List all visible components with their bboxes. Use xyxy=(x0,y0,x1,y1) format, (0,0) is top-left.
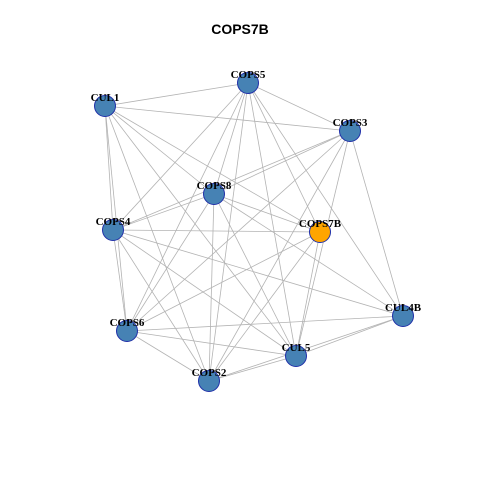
node-cul1[interactable] xyxy=(94,95,116,117)
edge-cops8-cul5 xyxy=(213,193,297,357)
node-label-cops7b: COPS7B xyxy=(299,218,342,230)
node-label-cops8: COPS8 xyxy=(197,180,232,192)
node-cops7b[interactable] xyxy=(309,221,331,243)
edge-cops4-cops7b xyxy=(112,229,321,233)
node-cops4[interactable] xyxy=(102,219,124,241)
edge-cops8-cul4b xyxy=(213,193,404,317)
edge-cops3-cul4b xyxy=(349,130,404,317)
edge-cops7b-cops2 xyxy=(208,231,321,382)
edge-cul1-cops4 xyxy=(104,105,114,231)
edge-cops3-cul5 xyxy=(295,130,351,357)
edge-cops5-cul4b xyxy=(247,82,404,317)
edge-cul1-cops7b xyxy=(104,105,321,233)
edge-cops6-cops2 xyxy=(126,330,210,382)
edge-cops5-cops7b xyxy=(247,82,321,233)
edge-cul1-cops3 xyxy=(104,105,351,132)
node-label-cops2: COPS2 xyxy=(192,367,227,379)
edge-cul1-cops5 xyxy=(104,82,249,107)
node-label-cops4: COPS4 xyxy=(96,216,131,228)
node-label-cops5: COPS5 xyxy=(231,69,266,81)
node-label-cul5: CUL5 xyxy=(282,342,311,354)
edge-cul4b-cops2 xyxy=(208,315,404,382)
edge-cops5-cul5 xyxy=(247,82,297,357)
node-cops6[interactable] xyxy=(116,320,138,342)
edge-cops6-cul5 xyxy=(126,330,297,357)
node-cops8[interactable] xyxy=(203,183,225,205)
node-layer xyxy=(94,72,414,392)
edge-cops2-cul5 xyxy=(208,355,297,382)
edge-cops3-cops4 xyxy=(112,130,351,231)
node-label-cul4b: CUL4B xyxy=(385,302,422,314)
graph-title: COPS7B xyxy=(211,21,269,37)
edge-cul1-cops2 xyxy=(104,105,210,382)
edge-cul4b-cul5 xyxy=(295,315,404,357)
edge-cops5-cops6 xyxy=(126,82,249,332)
edge-cops7b-cul5 xyxy=(295,231,321,357)
edge-layer xyxy=(104,82,404,382)
edge-cops4-cops2 xyxy=(112,229,210,382)
edge-cul1-cops8 xyxy=(104,105,215,195)
edge-cops5-cops2 xyxy=(208,82,249,382)
node-cops2[interactable] xyxy=(198,370,220,392)
node-cul4b[interactable] xyxy=(392,305,414,327)
edge-cops8-cops4 xyxy=(112,193,215,231)
edge-cops4-cul4b xyxy=(112,229,404,317)
edge-cops8-cops6 xyxy=(126,193,215,332)
edge-cops8-cops7b xyxy=(213,193,321,233)
node-cops3[interactable] xyxy=(339,120,361,142)
edge-cops4-cops6 xyxy=(112,229,128,332)
edge-cops4-cul5 xyxy=(112,229,297,357)
edge-cops5-cops3 xyxy=(247,82,351,132)
edge-cops6-cul4b xyxy=(126,315,404,332)
node-label-cops3: COPS3 xyxy=(333,117,368,129)
edge-cops3-cops8 xyxy=(213,130,351,195)
node-label-cul1: CUL1 xyxy=(91,92,120,104)
edge-cops5-cops8 xyxy=(213,82,249,195)
edge-cops5-cops4 xyxy=(112,82,249,231)
edge-cops7b-cops6 xyxy=(126,231,321,332)
node-label-cops6: COPS6 xyxy=(110,317,145,329)
edge-cul1-cops6 xyxy=(104,105,128,332)
node-cul5[interactable] xyxy=(285,345,307,367)
edge-cops3-cops2 xyxy=(208,130,351,382)
node-cops5[interactable] xyxy=(237,72,259,94)
